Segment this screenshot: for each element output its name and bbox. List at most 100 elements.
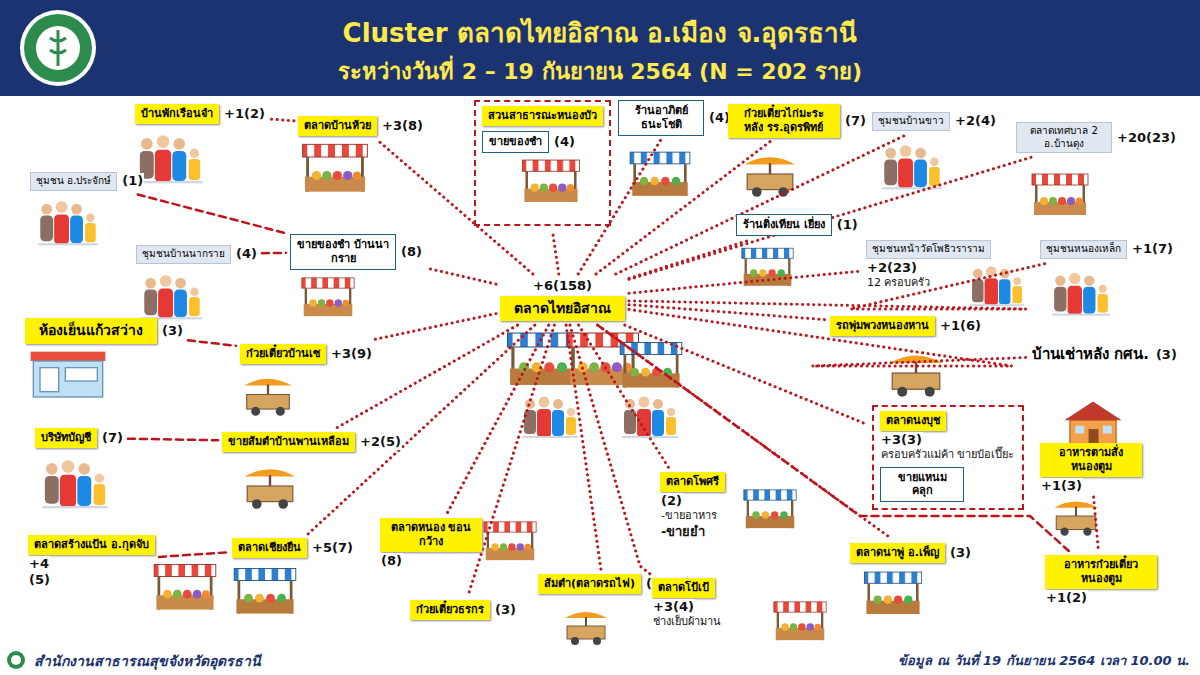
case-count: +1(2) [1045,590,1088,606]
spread-link [138,195,286,234]
place-label: ตลาดเทศบาล 2 อ.บ้านดุง [1016,122,1112,153]
spread-link [468,325,554,596]
spread-link [629,263,1050,310]
spread-link [188,340,236,346]
place-label: ชุมชน อ.ประจักษ์ [30,172,117,191]
spread-link [270,119,294,121]
spread-link [336,325,517,428]
place-node: ชุมชนหน้าวัดโพธิวราราม+2(23)12 ครอบครัว [866,240,991,289]
place-label: ห้องเย็นแก้วสว่าง [25,318,157,344]
spread-link [372,314,496,340]
case-count: +3(3) [880,432,923,448]
place-node: ห้องเย็นแก้วสว่าง(3) [25,318,184,344]
case-count: (2) [660,493,683,509]
case-count: (4) [553,134,576,150]
case-count: (7) [844,113,867,129]
case-count: -ขายยำ [660,524,706,540]
spread-link [578,140,661,275]
place-label: ก๋วยเตี๋ยวบ้านเซ [240,344,326,364]
spread-link [128,439,218,441]
case-count: +1(3) [1040,478,1083,494]
place-label: ตลาดนงบุช [880,411,946,431]
place-node: ร้านอาภิตย์ ธนะโชติ(4) [618,100,731,136]
spread-link [629,309,1026,366]
case-count: (3) [494,602,517,618]
case-count: +1(2) [223,106,266,122]
place-label: ตลาดหนอง ขอนกว้าง [380,518,482,552]
case-count: (5) [28,572,51,588]
spread-link [427,268,496,284]
place-node: บ้านเช่าหลัง กศน.(3) [1030,344,1178,365]
place-node: ขายแหนม คลุก [880,467,964,503]
spread-link [552,230,558,274]
place-label: ขายแหนม คลุก [880,467,964,503]
spread-link [598,325,1069,551]
spread-link [308,325,535,534]
footer-note: สำนักงานสาธารณสุขจังหวัดอุดรธานี [34,650,261,672]
case-count: (3) [949,545,972,561]
case-count: (4) [235,246,258,262]
place-label: บ้านพักเรือนจำ [135,104,219,124]
subtitle: ระหว่างวันที่ 2 – 19 กันยายน 2564 (N = 2… [0,54,1200,89]
place-node: ชุมชนหนองเหล็ก+1(7) [1040,240,1174,259]
place-label: บริษัทบัญชี [35,428,97,448]
place-label: ขายของชำ [482,131,549,153]
case-count: (8) [380,553,403,569]
place-label: ตลาดนาพู่ อ.เพ็ญ [850,543,945,563]
spread-link [598,325,892,539]
case-count: +6(158) [532,278,593,294]
place-node: บริษัทบัญชี(7) [35,428,124,448]
place-label: ชุมชนหนองเหล็ก [1040,240,1127,259]
market-frame: ตลาดนงบุช+3(3)ครอบครัวแม่ค้า ขายป๋อเปี๊ย… [872,405,1024,510]
case-count: ช่างเย็บผ้ามาน [652,615,722,628]
place-node: ตลาดเทศบาล 2 อ.บ้านดุง+20(23) [1016,122,1177,153]
case-count: (1) [836,217,859,233]
case-count: +20(23) [1116,130,1177,146]
place-node: ชุมชนบ้านนากราย(4) [136,245,258,264]
case-count: (8) [400,244,423,260]
case-count: 12 ครอบครัว [866,276,932,289]
place-label: ตลาดสร้างแป้น อ.กุดจับ [28,535,155,555]
case-count: (3) [161,323,184,339]
diagram-title: Cluster ตลาดไทยอิสาณ อ.เมือง จ.อุดรธานี [0,12,1200,53]
place-label: สวนสาธารณะหนองบัว [482,106,603,126]
case-count: (7) [101,430,124,446]
spread-link [629,305,826,320]
place-node: ขายส้มตำบ้านพานเหลือม+2(5) [222,432,402,452]
spread-link [596,142,770,275]
case-count: +3(8) [381,118,424,134]
place-label: ตลาดโพศรี [660,472,725,492]
place-node: ก๋วยเตี๋ยวธรกร(3) [410,600,517,620]
place-label: ตลาดโป้เป้ [652,578,715,598]
case-count: +1(7) [1131,241,1174,257]
spread-link [616,135,907,275]
spread-link [625,325,868,425]
place-node: ตลาดนาพู่ อ.เพ็ญ(3) [850,543,972,563]
spread-link [1094,497,1099,551]
place-label: บ้านเช่าหลัง กศน. [1030,344,1151,365]
case-count: (1) [121,173,144,189]
spread-link [570,325,650,574]
place-node: ชุมชน อ.ประจักษ์(1) [30,172,144,191]
place-node: ขายของชำ(4) [482,131,576,153]
spread-link [262,252,286,255]
place-node: ตลาดโพศรี(2)-ขายอาหาร-ขายยำ [660,472,725,539]
place-node: ตลาดหนอง ขอนกว้าง(8) [380,518,482,568]
spread-link [447,325,549,514]
place-node: ตลาดไทยอิสาณ+6(158) [500,278,625,321]
place-label: ตลาดบ้านห้วย [298,116,377,136]
place-label: ชุมชนบ้านขาว [872,112,950,131]
case-count: +3(9) [330,346,373,362]
place-label: ร้านติ่งเทียน เยี่ยง [736,214,832,236]
place-label: อาหารตามสั่ง หนองตูม [1040,443,1142,477]
place-node: อาหารตามสั่ง หนองตูม+1(3) [1040,443,1142,493]
spread-link [159,552,228,557]
place-label: ร้านอาภิตย์ ธนะโชติ [618,100,704,136]
place-node: รถพุ่มพวงหนองหาน+1(6) [830,316,982,336]
place-node: ก๋วยเตี๋ยวไก่มะระ หลัง รร.อุดรพิทย์(7) [728,104,867,138]
place-label: ก๋วยเตี๋ยวไก่มะระ หลัง รร.อุดรพิทย์ [728,104,840,138]
place-label: ชุมชนบ้านนากราย [136,245,231,264]
place-label: ขายส้มตำบ้านพานเหลือม [222,432,355,452]
case-count: +4 [28,556,50,572]
